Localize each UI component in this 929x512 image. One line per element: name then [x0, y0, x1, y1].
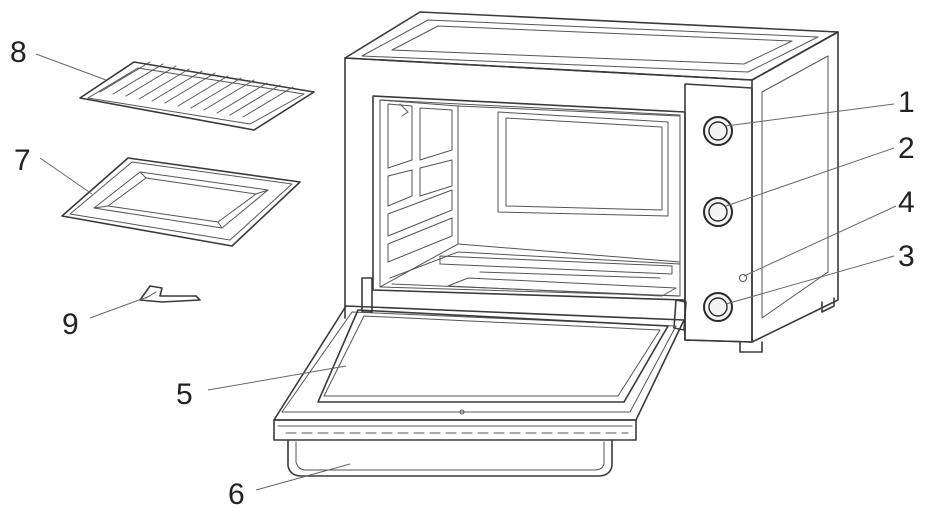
wire-rack — [79, 61, 315, 131]
knob-top[interactable] — [703, 116, 733, 146]
door-hinge-right — [673, 299, 687, 331]
callout-2: 2 — [898, 132, 915, 165]
leader-lines — [35, 53, 897, 491]
cavity-back-wall — [457, 105, 681, 263]
oven-body — [344, 11, 839, 353]
door-hinge-left — [361, 277, 373, 313]
tray-handle — [139, 285, 201, 303]
oven-door[interactable] — [273, 277, 687, 441]
oven-front-frame — [344, 57, 753, 343]
callout-6: 6 — [228, 478, 245, 511]
callout-9: 9 — [62, 308, 79, 341]
knob-middle[interactable] — [703, 197, 733, 227]
callout-1: 1 — [898, 86, 915, 119]
callout-8: 8 — [10, 36, 27, 69]
callout-3: 3 — [898, 240, 915, 273]
oven-top — [344, 11, 839, 81]
callout-5: 5 — [176, 378, 193, 411]
oven-door-glass — [317, 309, 669, 403]
oven-cavity — [372, 95, 686, 301]
oven-foot-back — [821, 297, 835, 313]
indicator-light — [739, 274, 747, 282]
callout-4: 4 — [898, 186, 915, 219]
callout-7: 7 — [14, 144, 31, 177]
oven-foot-front — [739, 341, 763, 353]
knob-bottom[interactable] — [703, 292, 733, 322]
baking-tray — [61, 157, 301, 247]
oven-side-panel — [751, 31, 839, 343]
door-front-edge — [273, 419, 637, 441]
cavity-left-wall — [379, 99, 459, 288]
door-handle[interactable] — [287, 439, 613, 477]
